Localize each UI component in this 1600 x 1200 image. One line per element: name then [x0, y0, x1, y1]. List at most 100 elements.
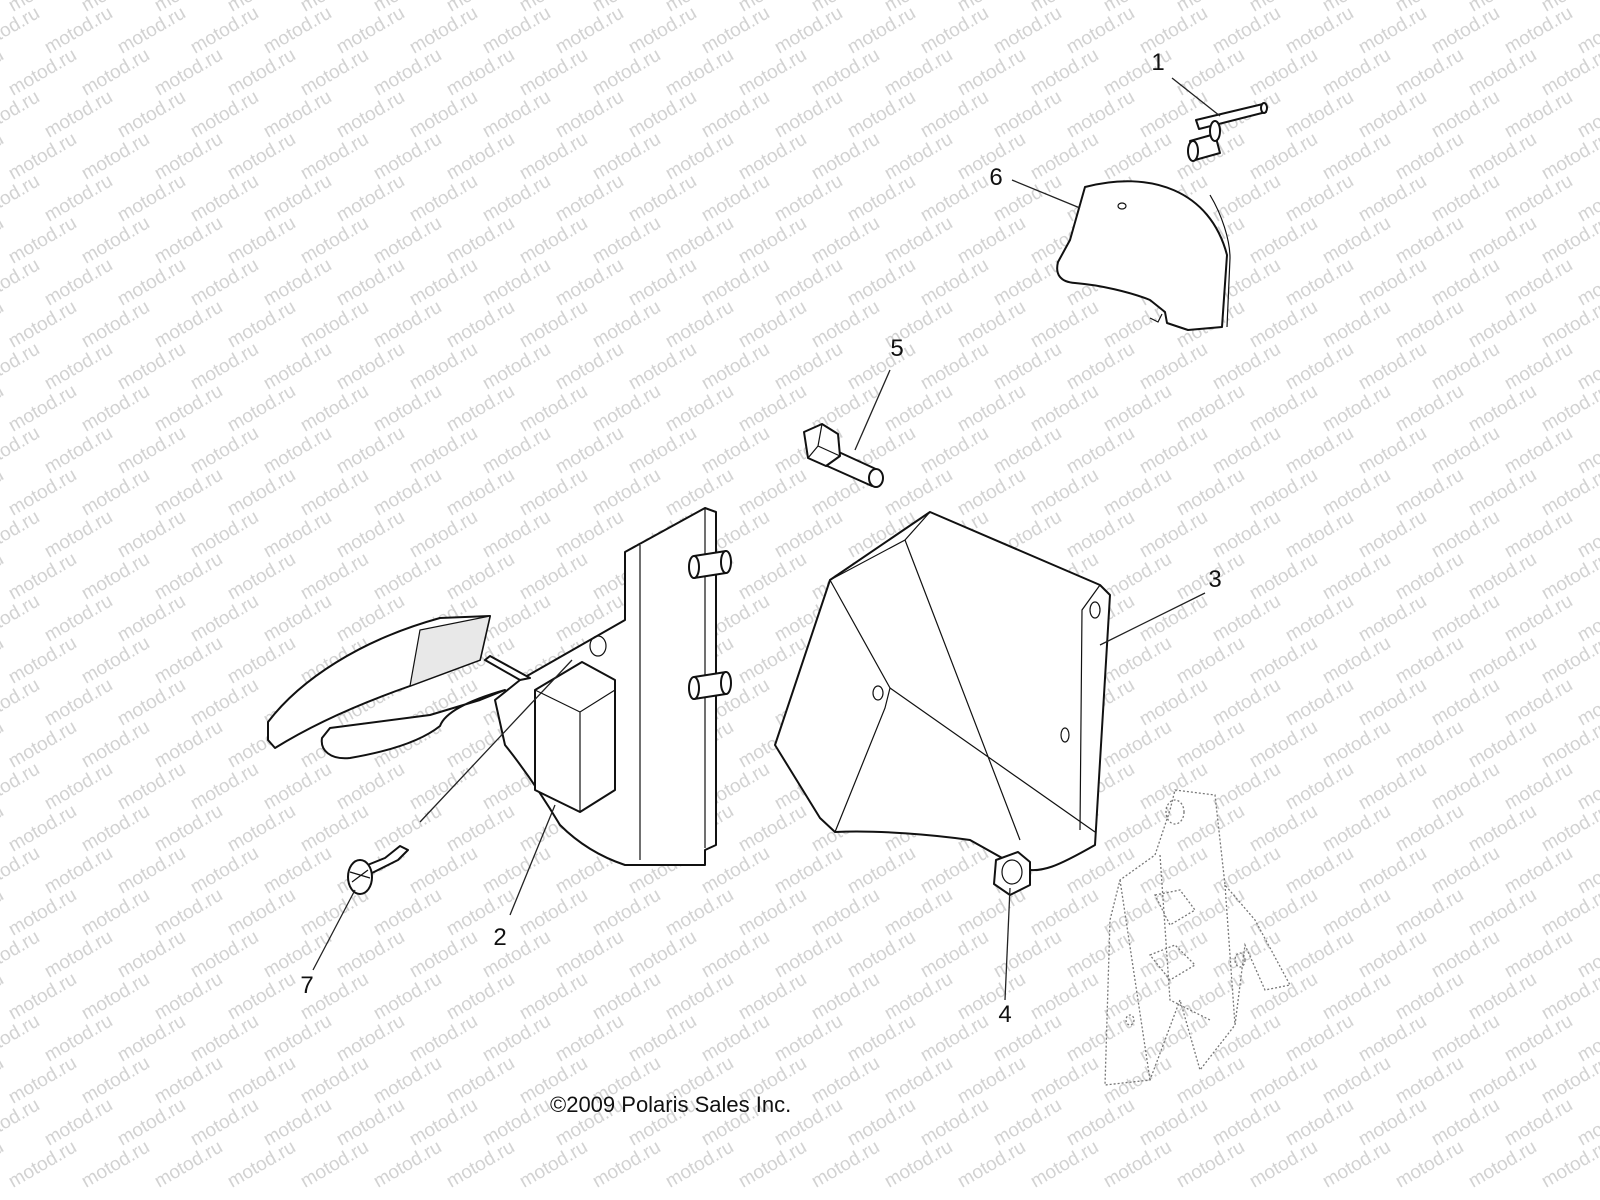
watermark-text: motod.ru — [1173, 969, 1248, 1025]
watermark-text: motod.ru — [1319, 213, 1394, 269]
watermark-text: motod.ru — [954, 297, 1029, 353]
watermark-text: motod.ru — [1501, 675, 1576, 731]
watermark-text: motod.ru — [406, 843, 481, 899]
watermark-text: motod.ru — [0, 1053, 7, 1109]
watermark-text: motod.ru — [370, 969, 445, 1025]
watermark-text: motod.ru — [516, 465, 591, 521]
watermark-text: motod.ru — [224, 801, 299, 857]
watermark-text: motod.ru — [1100, 465, 1175, 521]
part-5-bolt — [803, 423, 884, 488]
watermark-text: motod.ru — [1428, 1095, 1503, 1151]
callout-7: 7 — [300, 972, 313, 999]
watermark-text: motod.ru — [406, 3, 481, 59]
watermark-text: motod.ru — [406, 507, 481, 563]
watermark-text: motod.ru — [1209, 507, 1284, 563]
watermark-text: motod.ru — [0, 759, 43, 815]
watermark-text: motod.ru — [297, 801, 372, 857]
watermark-text: motod.ru — [625, 171, 700, 227]
watermark-text: motod.ru — [479, 339, 554, 395]
watermark-text: motod.ru — [78, 297, 153, 353]
watermark-text: motod.ru — [1319, 129, 1394, 185]
watermark-text: motod.ru — [1209, 759, 1284, 815]
watermark-text: motod.ru — [917, 87, 992, 143]
watermark-text: motod.ru — [5, 381, 80, 437]
watermark-text: motod.ru — [0, 45, 7, 101]
watermark-text: motod.ru — [1465, 465, 1540, 521]
watermark-text: motod.ru — [1136, 339, 1211, 395]
watermark-text: motod.ru — [0, 717, 7, 773]
watermark-text: motod.ru — [114, 927, 189, 983]
watermark-text: motod.ru — [1355, 591, 1430, 647]
watermark-text: motod.ru — [1465, 885, 1540, 941]
watermark-text: motod.ru — [78, 549, 153, 605]
watermark-text: motod.ru — [1501, 423, 1576, 479]
watermark-text: motod.ru — [1063, 507, 1138, 563]
watermark-text: motod.ru — [1355, 171, 1430, 227]
callout-6: 6 — [989, 164, 1002, 191]
watermark-text: motod.ru — [443, 213, 518, 269]
watermark-text: motod.ru — [1319, 549, 1394, 605]
watermark-text: motod.ru — [1355, 843, 1430, 899]
watermark-text: motod.ru — [990, 339, 1065, 395]
watermark-text: motod.ru — [1136, 759, 1211, 815]
watermark-text: motod.ru — [370, 1053, 445, 1109]
watermark-text: motod.ru — [625, 1011, 700, 1067]
watermark-text: motod.ru — [224, 1053, 299, 1109]
callout-3: 3 — [1208, 566, 1221, 593]
watermark-text: motod.ru — [151, 549, 226, 605]
watermark-text: motod.ru — [406, 87, 481, 143]
watermark-text: motod.ru — [1282, 507, 1357, 563]
watermark-text: motod.ru — [0, 87, 43, 143]
watermark-text: motod.ru — [662, 45, 737, 101]
watermark-text: motod.ru — [0, 675, 43, 731]
watermark-text: motod.ru — [1027, 1137, 1102, 1193]
callout-2: 2 — [493, 924, 506, 951]
watermark-text: motod.ru — [1209, 1095, 1284, 1151]
watermark-text: motod.ru — [479, 255, 554, 311]
watermark-text: motod.ru — [1392, 801, 1467, 857]
watermark-text: motod.ru — [151, 885, 226, 941]
watermark-text: motod.ru — [1209, 927, 1284, 983]
watermark-text: motod.ru — [698, 171, 773, 227]
watermark-text: motod.ru — [41, 171, 116, 227]
watermark-text: motod.ru — [5, 45, 80, 101]
watermark-text: motod.ru — [0, 1011, 43, 1067]
watermark-text: motod.ru — [1355, 1095, 1430, 1151]
watermark-text: motod.ru — [662, 969, 737, 1025]
watermark-text: motod.ru — [78, 633, 153, 689]
watermark-text: motod.ru — [1282, 591, 1357, 647]
watermark-text: motod.ru — [1063, 1011, 1138, 1067]
watermark-text: motod.ru — [0, 3, 43, 59]
watermark-text: motod.ru — [662, 129, 737, 185]
watermark-text: motod.ru — [1428, 927, 1503, 983]
watermark-text: motod.ru — [1392, 129, 1467, 185]
watermark-text: motod.ru — [479, 171, 554, 227]
watermark-text: motod.ru — [954, 381, 1029, 437]
watermark-text: motod.ru — [808, 885, 883, 941]
watermark-text: motod.ru — [41, 927, 116, 983]
watermark-text: motod.ru — [151, 801, 226, 857]
watermark-text: motod.ru — [297, 129, 372, 185]
watermark-text: motod.ru — [260, 423, 335, 479]
watermark-text: motod.ru — [187, 927, 262, 983]
watermark-text: motod.ru — [1027, 465, 1102, 521]
watermark-text: motod.ru — [844, 927, 919, 983]
watermark-text: motod.ru — [224, 465, 299, 521]
leader-6 — [1011, 179, 1081, 209]
watermark-text: motod.ru — [625, 339, 700, 395]
watermark-text: motod.ru — [1465, 801, 1540, 857]
watermark-text: motod.ru — [0, 507, 43, 563]
watermark-text: motod.ru — [1501, 87, 1576, 143]
watermark-text: motod.ru — [881, 45, 956, 101]
copyright-text: ©2009 Polaris Sales Inc. — [550, 1092, 791, 1117]
watermark-text: motod.ru — [1355, 255, 1430, 311]
watermark-text: motod.ru — [1063, 927, 1138, 983]
watermark-text: motod.ru — [1282, 87, 1357, 143]
watermark-text: motod.ru — [771, 171, 846, 227]
leader-2 — [509, 804, 556, 916]
watermark-text: motod.ru — [881, 465, 956, 521]
watermark-text: motod.ru — [78, 1137, 153, 1193]
watermark-text: motod.ru — [370, 213, 445, 269]
watermark-text: motod.ru — [114, 171, 189, 227]
